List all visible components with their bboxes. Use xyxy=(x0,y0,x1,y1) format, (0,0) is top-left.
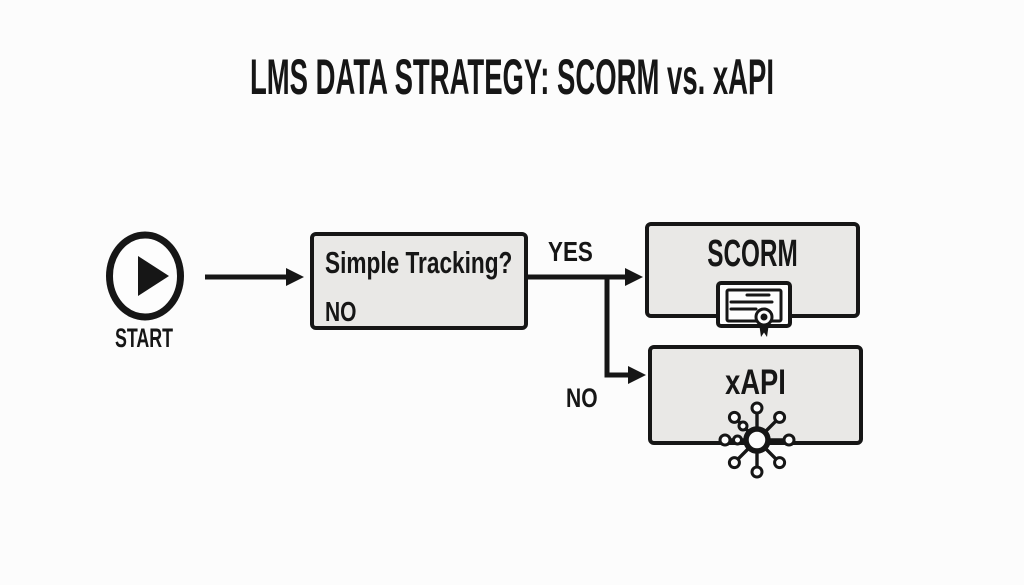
branch-yes-label: YES xyxy=(548,236,593,267)
branch-no-label: NO xyxy=(566,383,598,413)
network-hub-icon xyxy=(718,401,796,479)
outcome-node-xapi: xAPI xyxy=(648,345,863,479)
page-title: LMS DATA STRATEGY: SCORM vs. xAPI xyxy=(249,49,775,105)
decision-node: Simple Tracking? NO xyxy=(310,232,528,330)
start-arrowhead-icon xyxy=(286,268,304,286)
no-arrowhead-icon xyxy=(628,366,646,384)
play-icon xyxy=(106,231,184,321)
certificate-icon xyxy=(716,281,792,337)
start-label: START xyxy=(114,323,174,353)
xapi-label: xAPI xyxy=(725,363,786,402)
yes-arrowhead-icon xyxy=(625,268,643,286)
decision-note: NO xyxy=(325,296,357,327)
scorm-label: SCORM xyxy=(707,233,798,275)
decision-question: Simple Tracking? xyxy=(325,245,513,280)
no-branch-line xyxy=(604,277,630,378)
outcome-node-scorm: SCORM xyxy=(645,222,860,337)
